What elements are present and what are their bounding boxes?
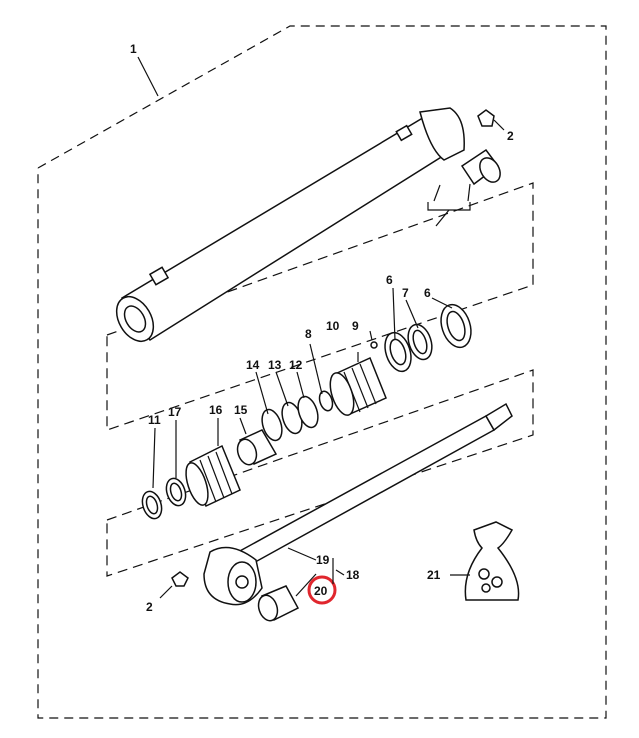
ring-6-right — [440, 303, 472, 349]
callout-8: 8 — [305, 327, 312, 341]
bushing-20 — [257, 585, 300, 622]
spacer-15 — [236, 429, 278, 466]
callout-20: 20 — [314, 584, 328, 598]
oring-8 — [318, 390, 334, 412]
callout-7: 7 — [402, 286, 409, 300]
part-9-ball — [370, 341, 378, 349]
rings-12-13-14 — [261, 395, 319, 442]
piston-16 — [185, 444, 241, 508]
callout-21: 21 — [427, 568, 441, 582]
callout-9: 9 — [352, 319, 359, 333]
callout-11: 11 — [148, 413, 161, 427]
callout-19: 19 — [316, 553, 330, 567]
callout-17: 17 — [168, 405, 182, 419]
callout-1: 1 — [130, 42, 137, 56]
callout-12: 12 — [289, 358, 303, 372]
gland-10 — [329, 356, 387, 416]
callout-2-top: 2 — [507, 129, 514, 143]
callout-labels: 1 2 2 6 7 6 8 9 10 14 13 12 11 17 16 15 … — [130, 42, 514, 614]
callout-16: 16 — [209, 403, 223, 417]
ring-7 — [407, 323, 433, 361]
callout-14: 14 — [246, 358, 260, 372]
hardware-bag-21 — [450, 521, 520, 601]
grease-fitting-bottom — [159, 571, 189, 599]
grease-fitting-top — [477, 109, 505, 131]
leaders — [152, 287, 453, 597]
leader-1 — [137, 56, 159, 97]
ring-6-left — [384, 331, 412, 373]
cylinder-barrel — [115, 107, 465, 343]
callout-18: 18 — [346, 568, 360, 582]
callout-6-left: 6 — [386, 273, 393, 287]
callout-13: 13 — [268, 358, 282, 372]
assembly-dashed-boundary — [37, 25, 607, 719]
barrel-bushing — [460, 148, 501, 186]
bracket-leader — [435, 209, 450, 227]
callout-15: 15 — [234, 403, 248, 417]
piston-rod — [203, 402, 513, 606]
callout-6-right: 6 — [424, 286, 431, 300]
ring-11 — [141, 490, 163, 520]
bracket-top — [427, 202, 471, 211]
callout-10: 10 — [326, 319, 340, 333]
highlight-circle-20 — [307, 575, 337, 605]
piston-section-frame — [106, 369, 534, 577]
callout-2-bottom: 2 — [146, 600, 153, 614]
ring-17 — [165, 477, 187, 507]
